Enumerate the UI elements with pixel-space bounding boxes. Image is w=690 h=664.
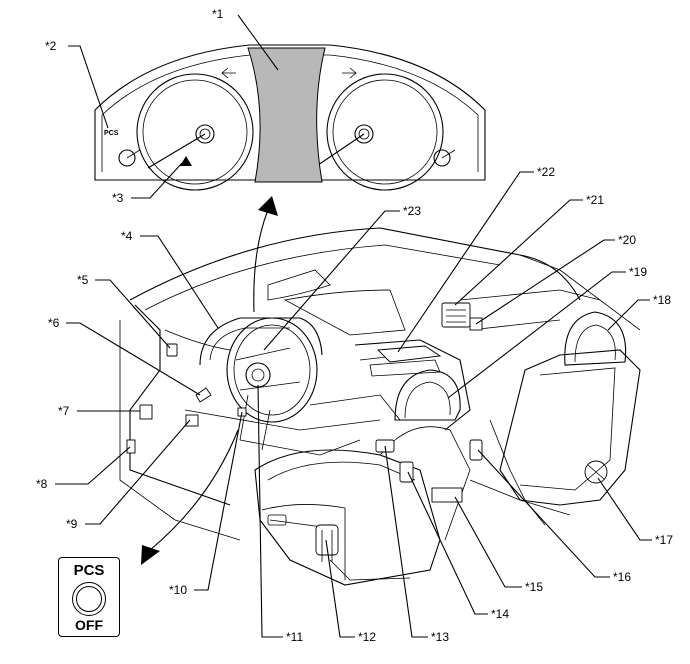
- pcs-off-switch: PCS OFF: [58, 557, 120, 637]
- callout-20: *20: [618, 233, 637, 247]
- callout-7: *7: [58, 404, 70, 418]
- callout-8: *8: [36, 477, 48, 491]
- callout-23: *23: [403, 204, 422, 218]
- callout-11: *11: [286, 630, 304, 644]
- callout-16: *16: [613, 570, 632, 584]
- callout-4: *4: [121, 229, 133, 243]
- pcs-switch-bottom-label: OFF: [75, 617, 103, 633]
- callout-12: *12: [358, 630, 377, 644]
- warning-icon: [180, 156, 192, 166]
- part-8: [126, 439, 136, 454]
- view-arrow-up: [253, 209, 269, 313]
- part-7: [139, 404, 153, 420]
- callout-22: *22: [537, 165, 556, 179]
- part-6: [195, 387, 212, 403]
- callout-17: *17: [655, 533, 674, 547]
- multi-information-display: [247, 47, 326, 183]
- pcs-switch-button-icon: [72, 582, 106, 616]
- component-parts: [126, 302, 608, 562]
- part-9: [185, 414, 199, 427]
- dashboard: [119, 227, 641, 586]
- pcs-indicator-text: PCS: [104, 130, 119, 137]
- part-20: [441, 302, 471, 328]
- callout-13: *13: [431, 630, 450, 644]
- pcs-switch-top-label: PCS: [73, 562, 105, 579]
- callout-9: *9: [66, 517, 78, 531]
- callout-1: *1: [212, 7, 224, 21]
- switch-pointer-arrow: [149, 429, 239, 551]
- part-16: [469, 439, 483, 461]
- part-12: [315, 524, 339, 556]
- part-14: [399, 461, 414, 483]
- leader-lines: [55, 14, 652, 638]
- callout-5: *5: [77, 273, 89, 287]
- callout-21: *21: [586, 193, 605, 207]
- callout-15: *15: [525, 580, 544, 594]
- callout-19: *19: [629, 265, 648, 279]
- part-22: [376, 345, 442, 363]
- callout-3: *3: [112, 191, 124, 205]
- callout-2: *2: [45, 39, 57, 53]
- combination-meter: [94, 44, 486, 191]
- callout-14: *14: [491, 607, 510, 621]
- callout-18: *18: [653, 293, 672, 307]
- part-15: [431, 487, 463, 503]
- callout-10: *10: [169, 583, 188, 597]
- callout-6: *6: [48, 316, 60, 330]
